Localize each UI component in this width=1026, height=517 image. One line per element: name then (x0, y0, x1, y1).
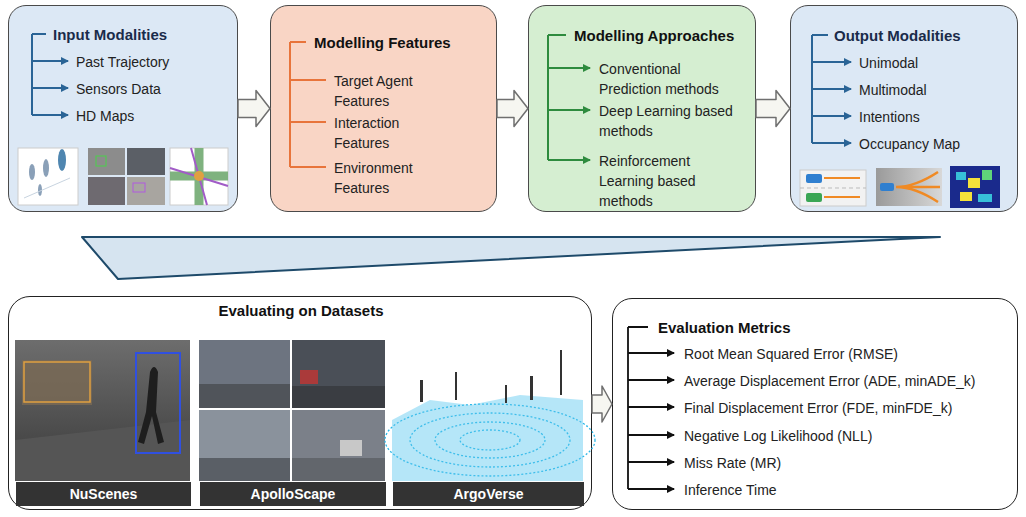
list-item: Occupancy Map (859, 134, 1009, 154)
block-arrow (497, 91, 528, 127)
box-heading: Output Modalities (834, 26, 1014, 46)
block-arrow (238, 91, 270, 127)
list-item: Intentions (859, 107, 1009, 127)
box-heading: Evaluation Metrics (658, 318, 958, 338)
list-item: Miss Rate (MR) (684, 453, 1009, 473)
stage-box: Modelling ApproachesConventional Predict… (528, 5, 756, 212)
list-item: Average Displacement Error (ADE, minADE_… (684, 371, 1009, 391)
box-heading: ApolloScape (200, 484, 386, 504)
list-item: Reinforcement Learning based methods (599, 151, 741, 211)
block-arrow (592, 386, 612, 422)
list-item: HD Maps (76, 106, 226, 126)
list-item: Unimodal (859, 53, 1009, 73)
list-item: Inference Time (684, 480, 1009, 500)
box-heading: Modelling Features (314, 33, 489, 53)
box-heading: Input Modalities (53, 25, 228, 45)
list-item: Final Displacement Error (FDE, minFDE_k) (684, 398, 1009, 418)
list-item: Past Trajectory (76, 52, 226, 72)
list-item: Environment Features (334, 158, 454, 198)
box-heading: ArgoVerse (393, 484, 584, 504)
list-item: Root Mean Squared Error (RMSE) (684, 344, 1009, 364)
metrics-panel: Evaluation MetricsRoot Mean Squared Erro… (612, 298, 1018, 510)
stage-box: Modelling FeaturesTarget Agent FeaturesI… (270, 5, 497, 212)
list-item: Negative Log Likelihood (NLL) (684, 426, 1009, 446)
stage-box: Input ModalitiesPast TrajectorySensors D… (8, 5, 238, 212)
list-item: Multimodal (859, 80, 1009, 100)
list-item: Target Agent Features (334, 71, 454, 111)
stage-box: Output ModalitiesUnimodalMultimodalInten… (790, 5, 1018, 212)
dataset-label-bar: ApolloScape (200, 482, 386, 506)
list-item: Interaction Features (334, 113, 454, 153)
list-item: Sensors Data (76, 79, 226, 99)
dataset-label-bar: ArgoVerse (393, 482, 584, 506)
box-heading: Evaluating on Datasets (9, 301, 593, 321)
list-item: Deep Learning based methods (599, 101, 741, 141)
funnel-shape (82, 237, 940, 279)
dataset-label-bar: NuScenes (16, 482, 191, 506)
box-heading: Modelling Approaches (574, 26, 754, 46)
dataset-panel: Evaluating on DatasetsNuScenes ApolloScap… (8, 296, 592, 510)
box-heading: NuScenes (16, 484, 191, 504)
list-item: Conventional Prediction methods (599, 59, 741, 99)
block-arrow (756, 91, 790, 127)
